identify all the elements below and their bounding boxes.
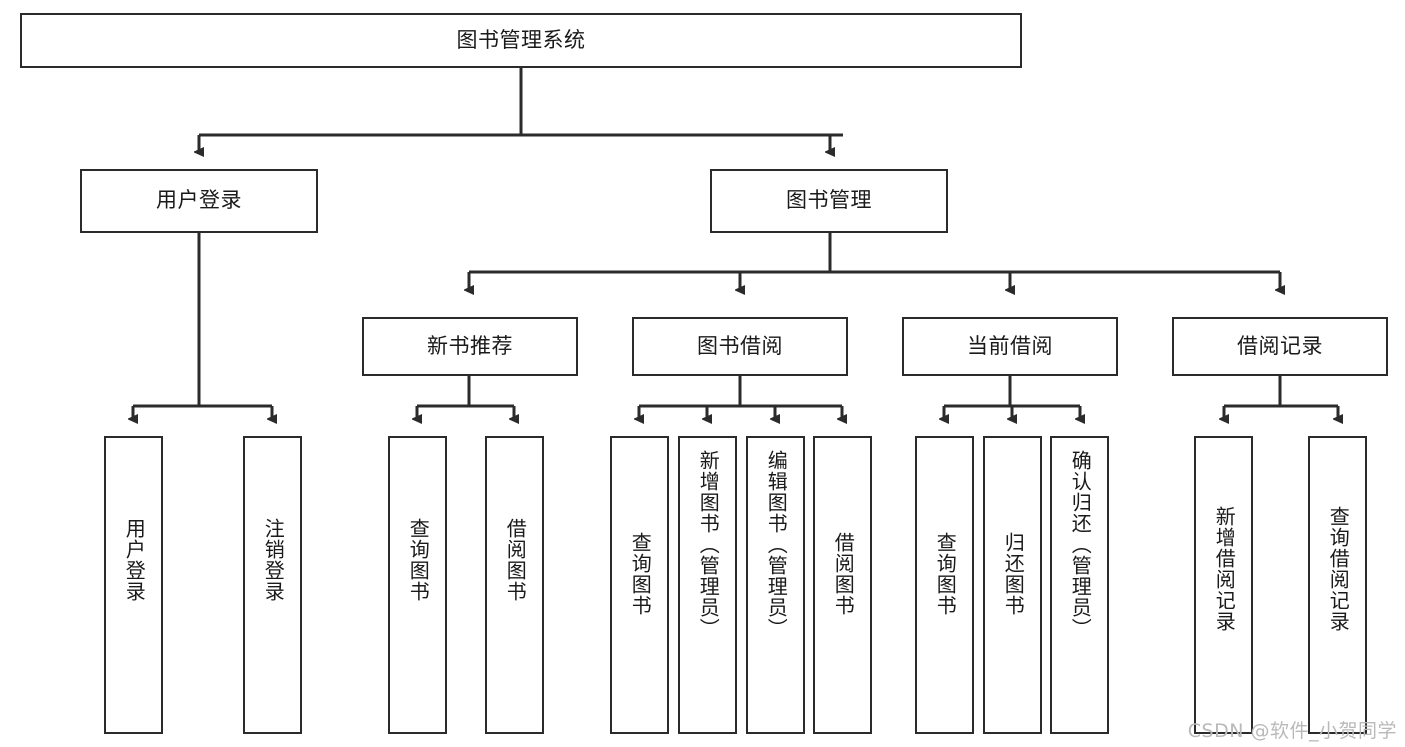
node-leaf-query-borrow-record[interactable]: 查询借阅记录 (1308, 436, 1367, 734)
node-root-label: 图书管理系统 (456, 27, 586, 52)
node-user-login[interactable]: 用户登录 (80, 169, 318, 233)
node-leaf-borrow-book[interactable]: 借阅图书 (813, 436, 872, 734)
node-leaf-query-book-borrow[interactable]: 查询图书 (610, 436, 669, 734)
node-leaf-query-book-current-label: 查询图书 (933, 532, 958, 616)
node-leaf-logout-label: 注销登录 (261, 518, 286, 602)
node-leaf-edit-book-label: 编辑图书（管理员） (764, 450, 789, 639)
node-user-login-label: 用户登录 (156, 188, 242, 213)
node-leaf-query-book-current[interactable]: 查询图书 (915, 436, 974, 734)
node-leaf-confirm-return[interactable]: 确认归还（管理员） (1050, 436, 1109, 734)
watermark: CSDN @软件_小贺同学 (1187, 720, 1397, 742)
node-leaf-add-book[interactable]: 新增图书（管理员） (678, 436, 737, 734)
node-borrow-record[interactable]: 借阅记录 (1172, 317, 1388, 376)
node-leaf-borrow-book-new[interactable]: 借阅图书 (485, 436, 544, 734)
node-leaf-add-borrow-record-label: 新增借阅记录 (1212, 506, 1237, 632)
node-book-management[interactable]: 图书管理 (710, 169, 948, 233)
node-leaf-query-book-new[interactable]: 查询图书 (388, 436, 447, 734)
node-leaf-logout[interactable]: 注销登录 (243, 436, 302, 734)
node-leaf-borrow-book-label: 借阅图书 (831, 532, 856, 616)
node-leaf-add-book-label: 新增图书（管理员） (696, 450, 721, 639)
node-leaf-query-book-borrow-label: 查询图书 (628, 532, 653, 616)
node-new-book-recommend[interactable]: 新书推荐 (362, 317, 578, 376)
node-leaf-edit-book[interactable]: 编辑图书（管理员） (746, 436, 805, 734)
node-root[interactable]: 图书管理系统 (20, 13, 1022, 68)
node-leaf-return-book[interactable]: 归还图书 (983, 436, 1042, 734)
node-current-borrow[interactable]: 当前借阅 (902, 317, 1118, 376)
node-leaf-query-borrow-record-label: 查询借阅记录 (1326, 506, 1351, 632)
node-leaf-borrow-book-new-label: 借阅图书 (503, 518, 528, 602)
node-current-borrow-label: 当前借阅 (967, 333, 1053, 358)
node-leaf-user-login-label: 用户登录 (122, 518, 147, 602)
node-borrow-record-label: 借阅记录 (1237, 333, 1323, 358)
node-new-book-recommend-label: 新书推荐 (427, 333, 513, 358)
node-book-management-label: 图书管理 (786, 188, 872, 213)
node-leaf-add-borrow-record[interactable]: 新增借阅记录 (1194, 436, 1253, 734)
node-leaf-confirm-return-label: 确认归还（管理员） (1068, 450, 1093, 639)
node-book-borrow-label: 图书借阅 (697, 333, 783, 358)
node-leaf-return-book-label: 归还图书 (1001, 532, 1026, 616)
node-leaf-query-book-new-label: 查询图书 (406, 518, 431, 602)
node-leaf-user-login[interactable]: 用户登录 (104, 436, 163, 734)
node-book-borrow[interactable]: 图书借阅 (632, 317, 848, 376)
